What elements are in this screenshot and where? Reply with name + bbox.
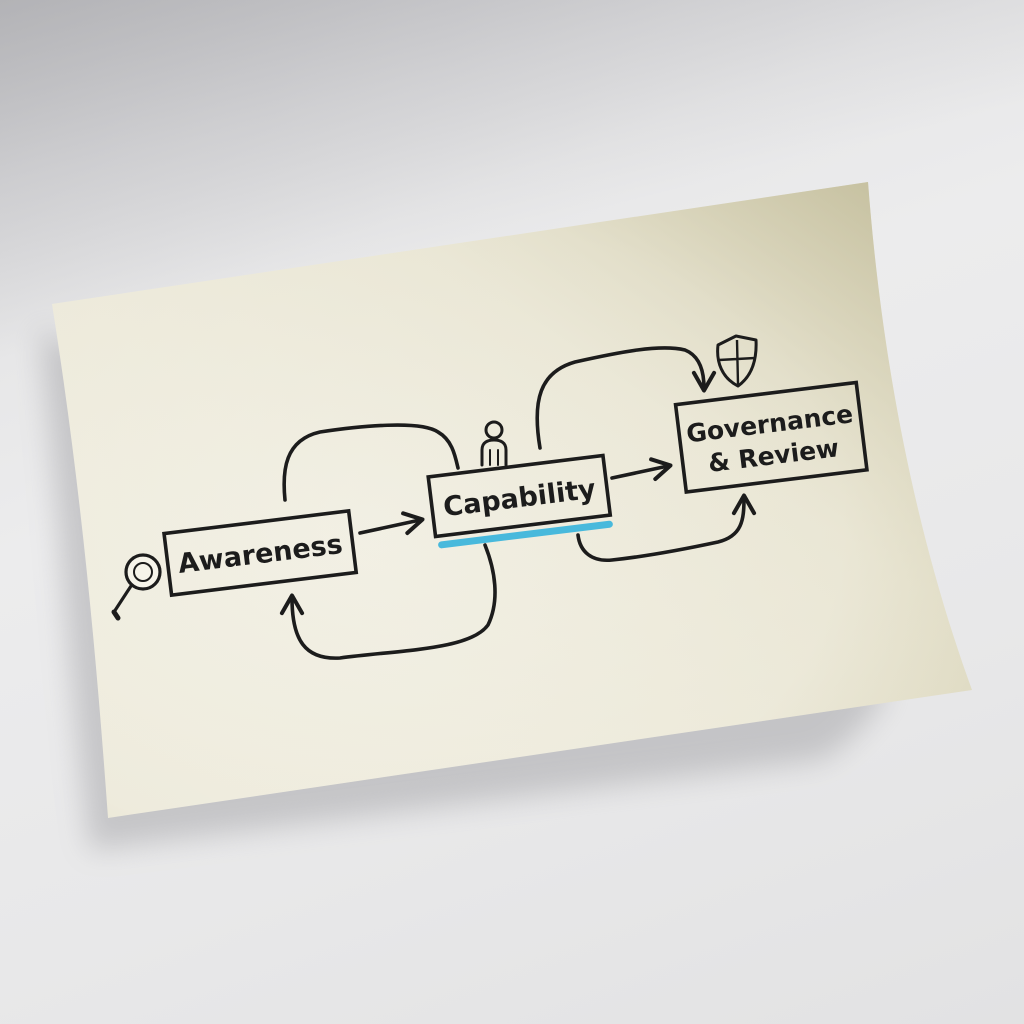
arrow-capability-to-governance [610,457,673,482]
loop-capability-bottom-to-governance [576,493,757,562]
loop-awareness-top [282,423,460,502]
paper-corner-shade [52,182,972,818]
loop-capability-back-to-awareness [279,543,497,660]
magnifier-icon [111,553,162,621]
loop-capability-top-to-governance [535,346,717,450]
capability-highlight [438,520,613,549]
person-icon [480,420,508,467]
arrow-awareness-to-capability [358,511,425,536]
shield-icon [716,334,758,388]
